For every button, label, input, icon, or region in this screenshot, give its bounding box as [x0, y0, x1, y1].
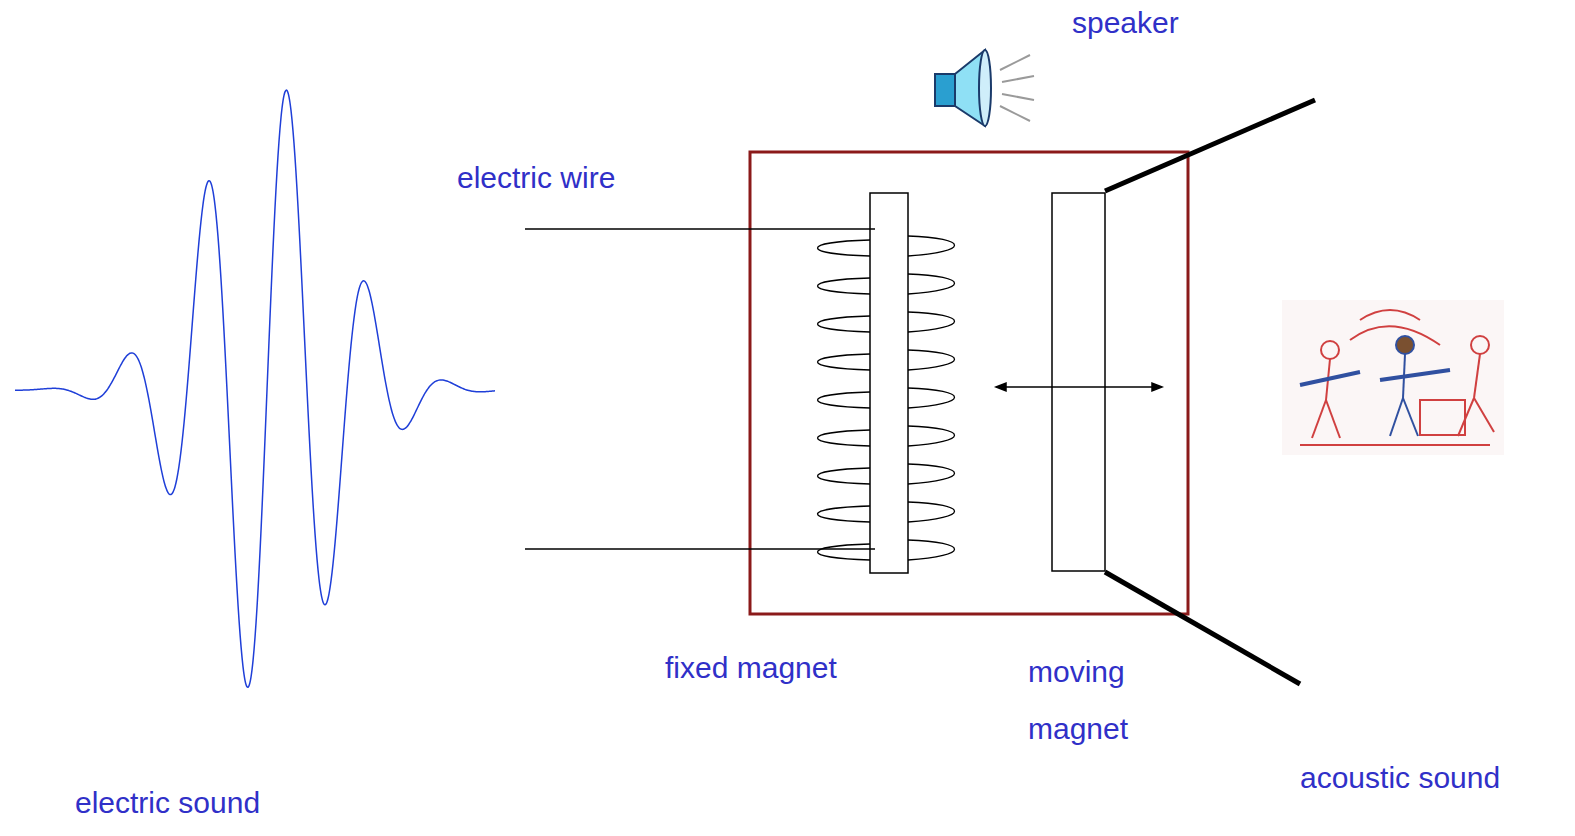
- part-label: moving magnet: [1028, 643, 1178, 757]
- speaker-label: speaker: [1072, 5, 1179, 41]
- motion-arrow: [996, 383, 1162, 391]
- coil-winding: [818, 388, 955, 408]
- coil-winding: [818, 274, 955, 294]
- band-picture: [1282, 300, 1504, 455]
- coil-winding: [818, 464, 955, 484]
- input-label: electric sound: [75, 785, 260, 821]
- coil-winding: [818, 312, 955, 332]
- fixed-magnet: [870, 193, 908, 573]
- wire-label: electric wire: [457, 160, 615, 196]
- moving-magnet: [1052, 193, 1105, 571]
- coil-winding: [818, 426, 955, 446]
- coil-winding: [818, 502, 955, 522]
- speaker-cone: [1105, 572, 1300, 684]
- output-label: acoustic sound: [1300, 760, 1500, 796]
- coil-winding: [818, 236, 955, 256]
- speaker-cone: [1105, 100, 1315, 191]
- waveform-line: [15, 90, 495, 687]
- electric-waveform: [15, 90, 495, 687]
- speaker-housing: [750, 152, 1188, 614]
- coil-winding: [818, 540, 955, 560]
- coil-windings: [818, 236, 955, 560]
- speaker-icon: [935, 50, 1034, 126]
- part-label: fixed magnet: [665, 650, 837, 686]
- electric-wire: [525, 228, 875, 230]
- coil-winding: [818, 350, 955, 370]
